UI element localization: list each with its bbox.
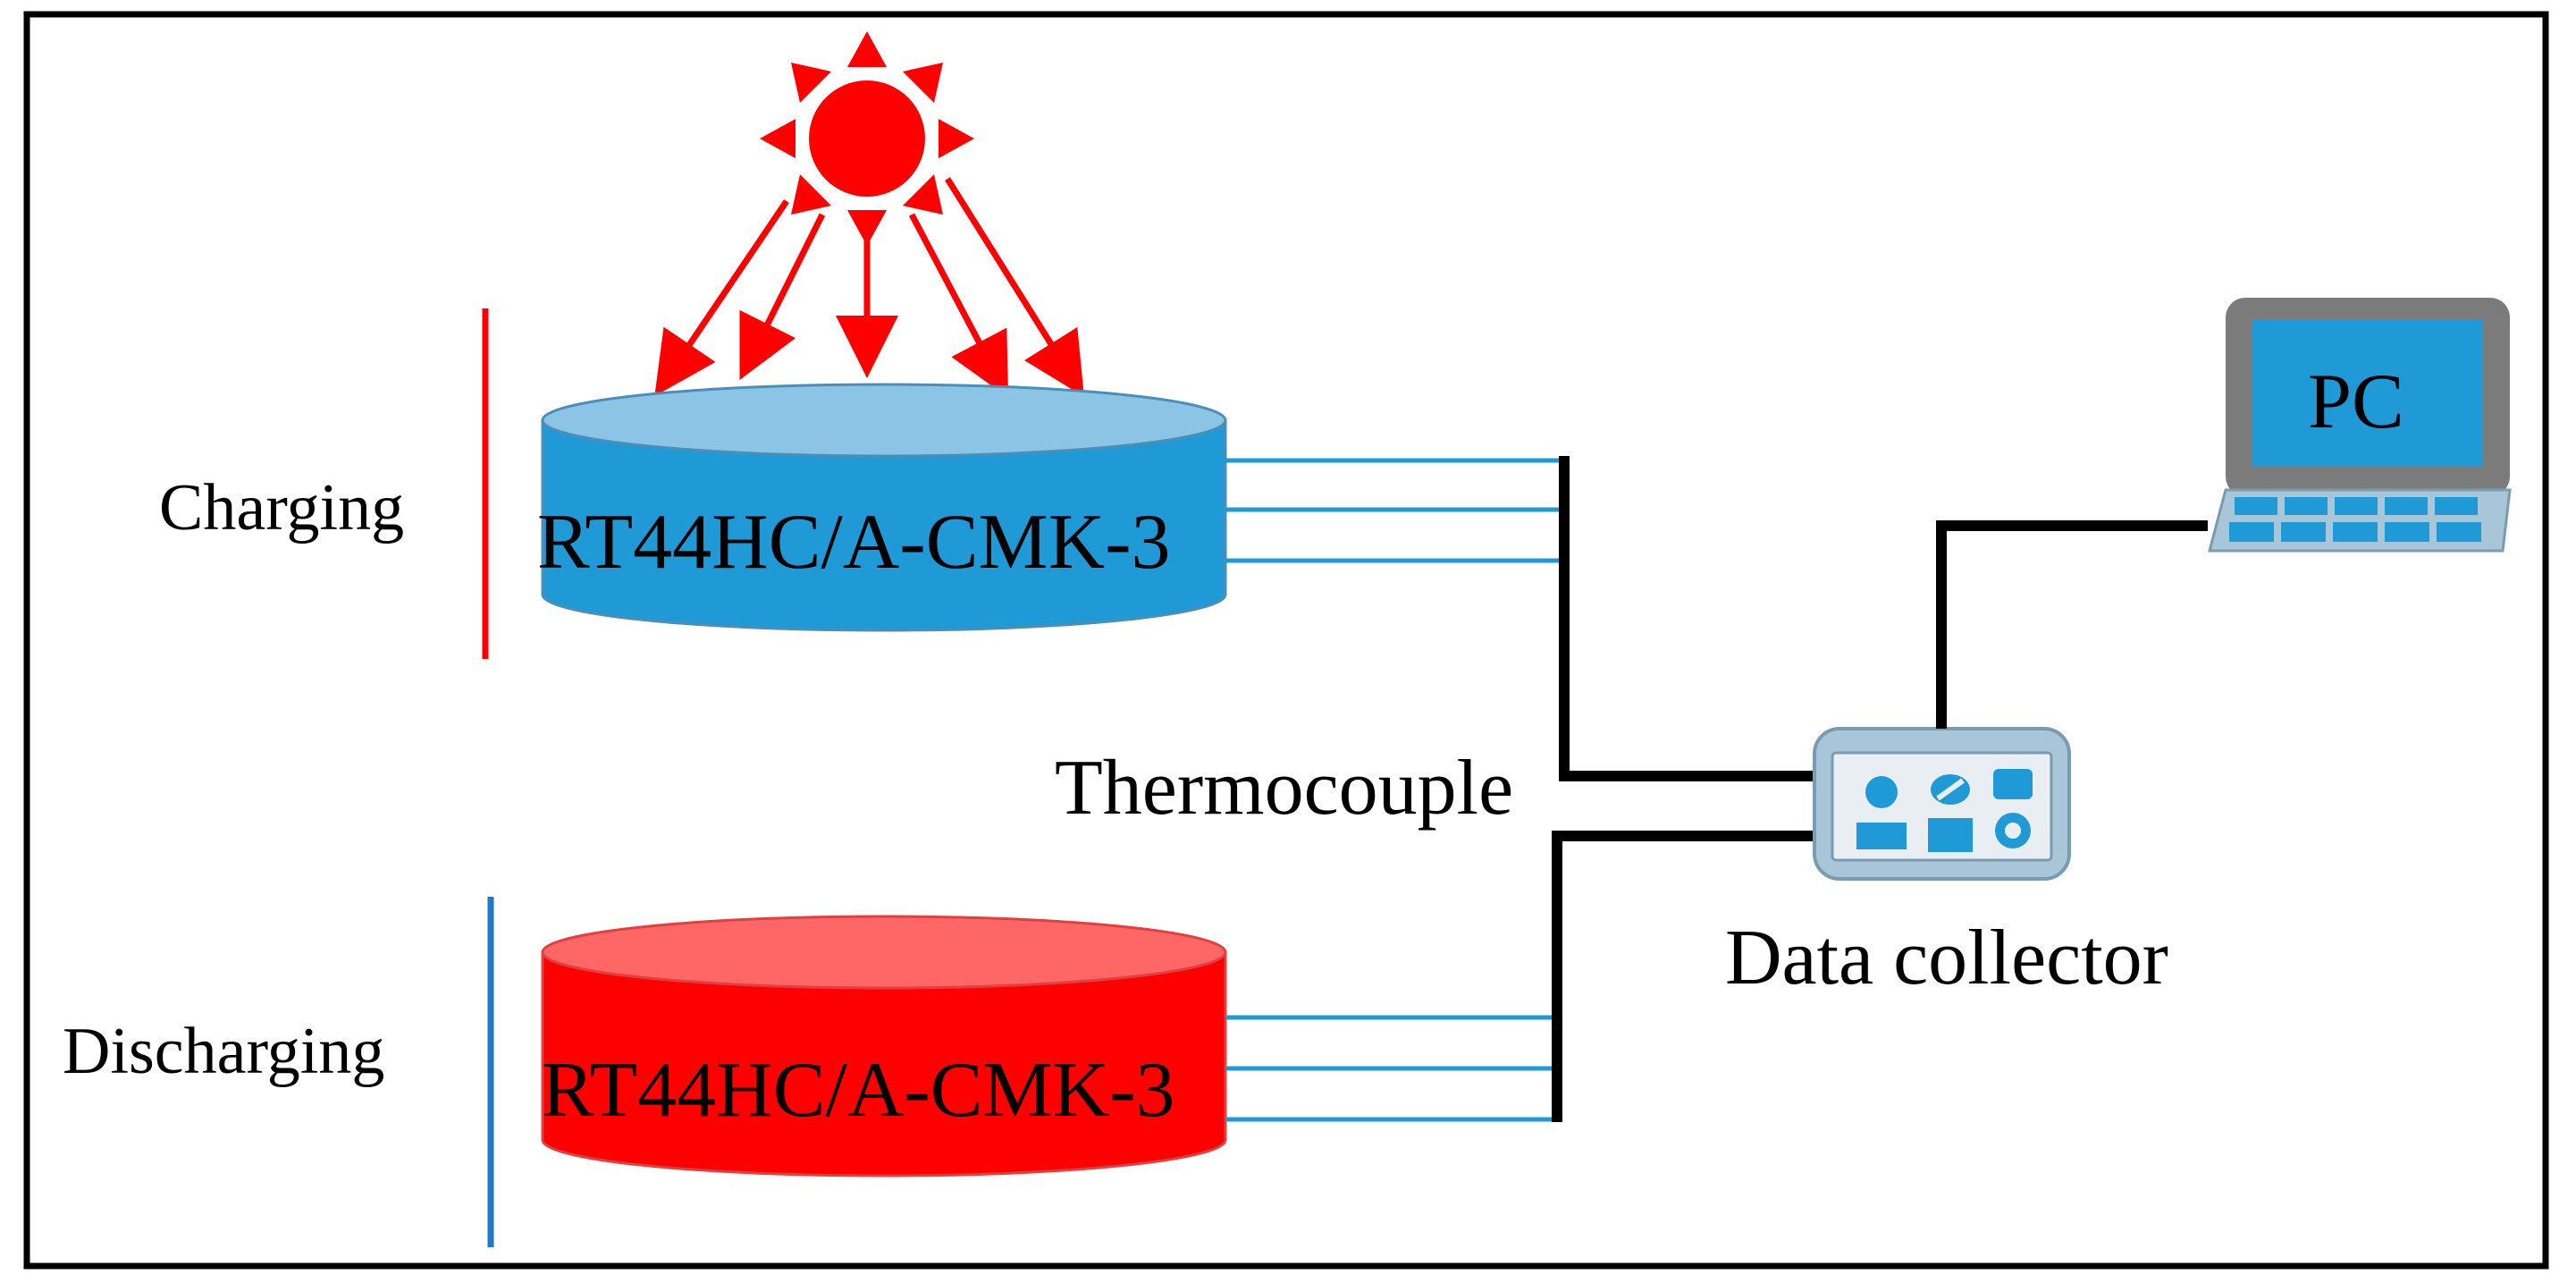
pc-label: PC	[2308, 359, 2404, 445]
data-collector-label: Data collector	[1725, 915, 2168, 1001]
pc-connection-wire	[1936, 520, 2208, 729]
data-logger-icon	[1813, 727, 2071, 881]
thermocouple-label: Thermocouple	[1055, 745, 1513, 831]
top-thermocouple-leads	[1225, 458, 1560, 563]
figure-frame	[23, 11, 2549, 1270]
solar-radiation-arrows	[654, 177, 1084, 398]
sun-icon	[760, 31, 974, 246]
bottom-thermocouple-leads	[1225, 1015, 1555, 1122]
top-storage-tank	[541, 383, 1227, 632]
top-tank-label: RT44HC/A-CMK-3	[537, 499, 1171, 586]
bottom-storage-tank	[541, 915, 1227, 1177]
thermocouple-wiring	[1552, 456, 1814, 1122]
bottom-tank-label: RT44HC/A-CMK-3	[542, 1047, 1175, 1134]
charging-label: Charging	[159, 471, 404, 544]
discharging-label: Discharging	[63, 1015, 384, 1088]
laptop-icon	[2208, 298, 2512, 553]
